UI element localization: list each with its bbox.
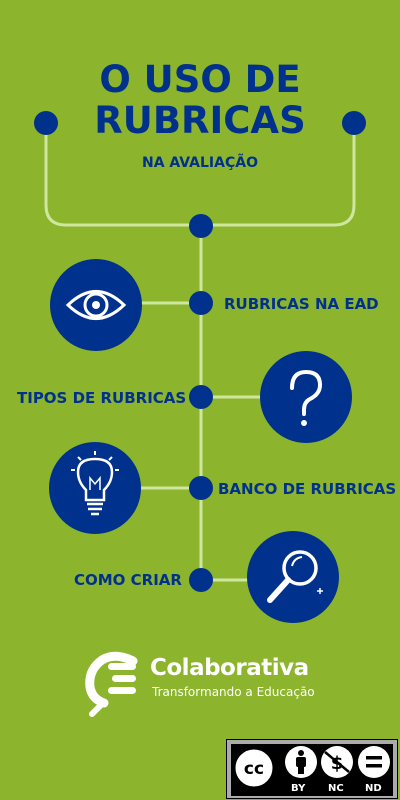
title-dot-left <box>34 111 58 135</box>
subtitle: NA AVALIAÇÃO <box>141 155 258 171</box>
cc-text: cc <box>244 759 264 779</box>
creative-commons-badge[interactable]: cc $ BY NC ND <box>226 739 398 799</box>
cc-icon: cc <box>232 746 276 790</box>
node-dot-2 <box>189 385 213 409</box>
node-dot-4 <box>189 568 213 592</box>
license-nd-label: ND <box>365 783 382 794</box>
top-bracket-line <box>44 130 356 227</box>
brand-tagline: Transformando a Educação <box>152 685 315 699</box>
label-rubricas-na-ead: RUBRICAS NA EAD <box>224 295 379 313</box>
label-banco-de-rubricas: BANCO DE RUBRICAS <box>218 480 397 498</box>
label-tipos-de-rubricas: TIPOS DE RUBRICAS <box>17 389 187 407</box>
node-dot-1 <box>189 291 213 315</box>
lightbulb-icon <box>49 442 141 534</box>
eye-icon <box>50 259 142 351</box>
title-line-1: O USO DE <box>99 58 301 101</box>
license-nc-label: NC <box>328 783 344 794</box>
cc-icons: cc $ <box>232 746 390 790</box>
label-como-criar: COMO CRIAR <box>74 571 182 589</box>
colaborativa-logo-icon <box>85 651 138 717</box>
junction-dot <box>189 214 213 238</box>
node-dot-3 <box>189 476 213 500</box>
by-icon <box>285 746 317 778</box>
title-line-2: RUBRICAS <box>94 99 306 142</box>
nc-icon: $ <box>321 746 353 778</box>
brand-name: Colaborativa <box>150 655 309 681</box>
license-by-label: BY <box>291 783 306 794</box>
title-dot-right <box>342 111 366 135</box>
nd-icon <box>358 746 390 778</box>
cc-badge-bottom <box>231 782 393 796</box>
question-mark-icon <box>260 351 352 443</box>
magnifier-icon <box>247 531 339 623</box>
